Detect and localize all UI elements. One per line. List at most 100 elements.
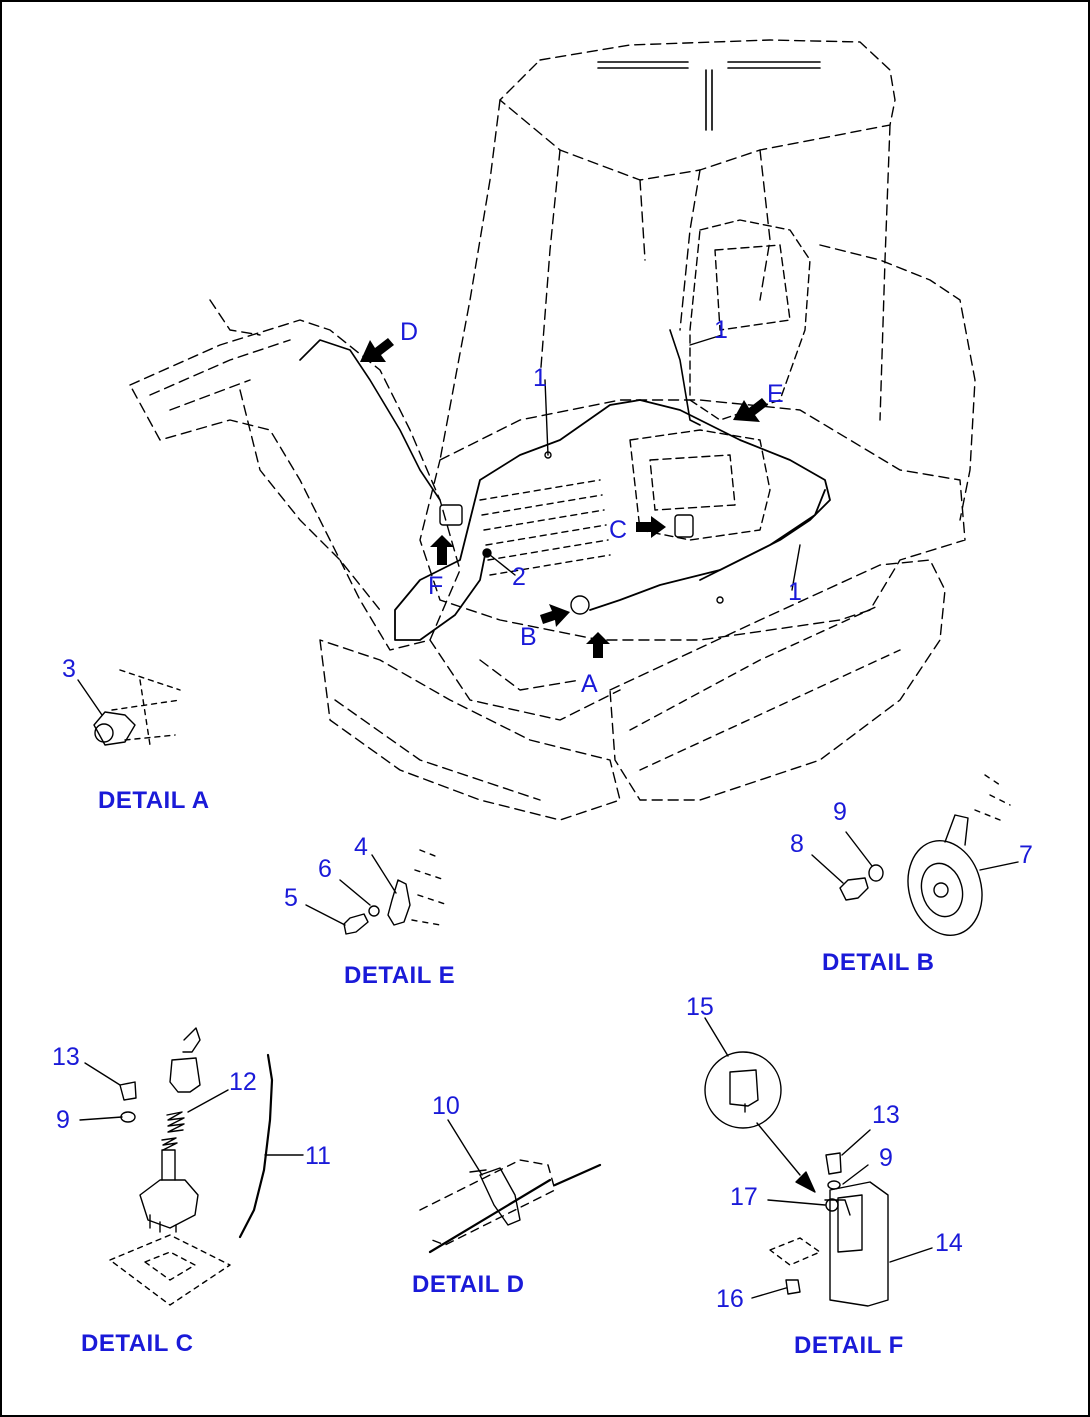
wiring-harness-2 (394, 489, 826, 641)
view-arrow-c (636, 516, 666, 538)
detail-a-drawing (77, 669, 181, 746)
leader-1b (689, 334, 723, 346)
leader-13c (84, 1062, 121, 1086)
washer-6 (368, 905, 380, 917)
excavator-drawing (129, 39, 976, 821)
bolt-13f (825, 1152, 842, 1175)
engine-grille (479, 479, 611, 576)
detail-f-drawing (704, 1017, 933, 1307)
bolt-13c (119, 1081, 137, 1101)
cab-frame-front (679, 149, 976, 521)
washer-9c (120, 1111, 136, 1123)
bracket-4 (387, 879, 411, 926)
view-arrow-a (586, 632, 610, 658)
undercarriage (429, 639, 621, 721)
washer-9b (868, 864, 884, 882)
detail-e-surface (411, 849, 449, 926)
detail-b-surface (974, 774, 1011, 821)
view-arrow-b (540, 604, 570, 627)
horn-glyph (570, 595, 590, 615)
lamp-lens (94, 723, 114, 743)
grommet-17 (825, 1198, 839, 1212)
callout-4: 4 (354, 833, 368, 861)
detail-c-drawing (79, 1027, 304, 1306)
view-label-e: E (767, 380, 784, 408)
detail-b-drawing (811, 774, 1019, 936)
inset-circle (704, 1051, 782, 1129)
blade (319, 639, 621, 821)
detail-e-title: DETAIL E (344, 962, 456, 989)
leader-2 (489, 554, 516, 576)
leader-6 (339, 879, 371, 906)
callout-11: 11 (305, 1142, 331, 1170)
detail-d-bar (428, 1163, 602, 1254)
callout-14: 14 (935, 1229, 963, 1257)
bolt-5 (343, 913, 369, 935)
washer-9f (827, 1180, 841, 1190)
clip-glyph-3 (716, 596, 724, 604)
leader-9c (79, 1116, 123, 1121)
callout-13-f: 13 (872, 1101, 900, 1129)
leader-13f (841, 1129, 871, 1156)
callout-6: 6 (318, 855, 332, 883)
track-inner (629, 604, 901, 771)
detail-c-title: DETAIL C (81, 1330, 194, 1357)
clamp-10 (469, 1167, 521, 1226)
leader-15 (704, 1017, 729, 1057)
detail-b-title: DETAIL B (822, 949, 935, 976)
leader-12 (187, 1089, 229, 1113)
callout-1-main: 1 (533, 364, 547, 392)
view-arrow-f (430, 535, 454, 565)
callout-1-cab: 1 (714, 316, 728, 344)
horn-7-bracket (944, 814, 969, 846)
leader-17 (767, 1199, 826, 1206)
arrow-15-shaft (756, 1122, 801, 1176)
callout-15: 15 (686, 993, 714, 1021)
leader-14 (889, 1247, 933, 1263)
bolt-8 (839, 877, 869, 901)
leader-4 (371, 854, 397, 894)
detail-f-plate (769, 1237, 821, 1266)
switch-terminals (149, 1214, 177, 1233)
track-frame (609, 559, 946, 801)
leader-10 (447, 1119, 483, 1176)
horn-7 (907, 840, 983, 936)
callout-9-b: 9 (833, 798, 847, 826)
clip-glyph-1 (482, 548, 492, 558)
detail-f-title: DETAIL F (794, 1332, 904, 1359)
callout-1-side: 1 (788, 578, 802, 606)
detail-e-drawing (305, 849, 449, 935)
leader-8 (811, 854, 844, 884)
callout-5: 5 (284, 884, 298, 912)
callout-10: 10 (432, 1092, 460, 1120)
view-label-a: A (581, 670, 598, 698)
leader-1a (544, 379, 549, 456)
relay-bracket (824, 1199, 851, 1216)
boom-arm (149, 299, 381, 611)
leader-16 (751, 1287, 787, 1299)
callout-3: 3 (62, 655, 76, 683)
fuse-15 (729, 1069, 759, 1113)
wiring-harness (469, 399, 831, 611)
detail-a-surface (111, 669, 181, 746)
spring-lower (161, 1137, 178, 1151)
callout-9-c: 9 (56, 1106, 70, 1134)
boom (129, 319, 461, 651)
leader-9b (845, 831, 873, 867)
leader-1c (791, 544, 801, 591)
callout-7: 7 (1019, 841, 1033, 869)
view-arrow-e (733, 398, 768, 422)
relay-glyph (439, 504, 463, 526)
detail-a-title: DETAIL A (98, 787, 210, 814)
console-box (629, 429, 771, 541)
view-label-c: C (609, 516, 628, 544)
detail-c-plate (109, 1234, 231, 1306)
detail-d-title: DETAIL D (412, 1271, 525, 1298)
callout-16: 16 (716, 1285, 744, 1313)
operator-seat (689, 219, 811, 421)
callout-2: 2 (512, 563, 526, 591)
arrow-15-head (795, 1171, 816, 1193)
callout-17: 17 (730, 1183, 758, 1211)
